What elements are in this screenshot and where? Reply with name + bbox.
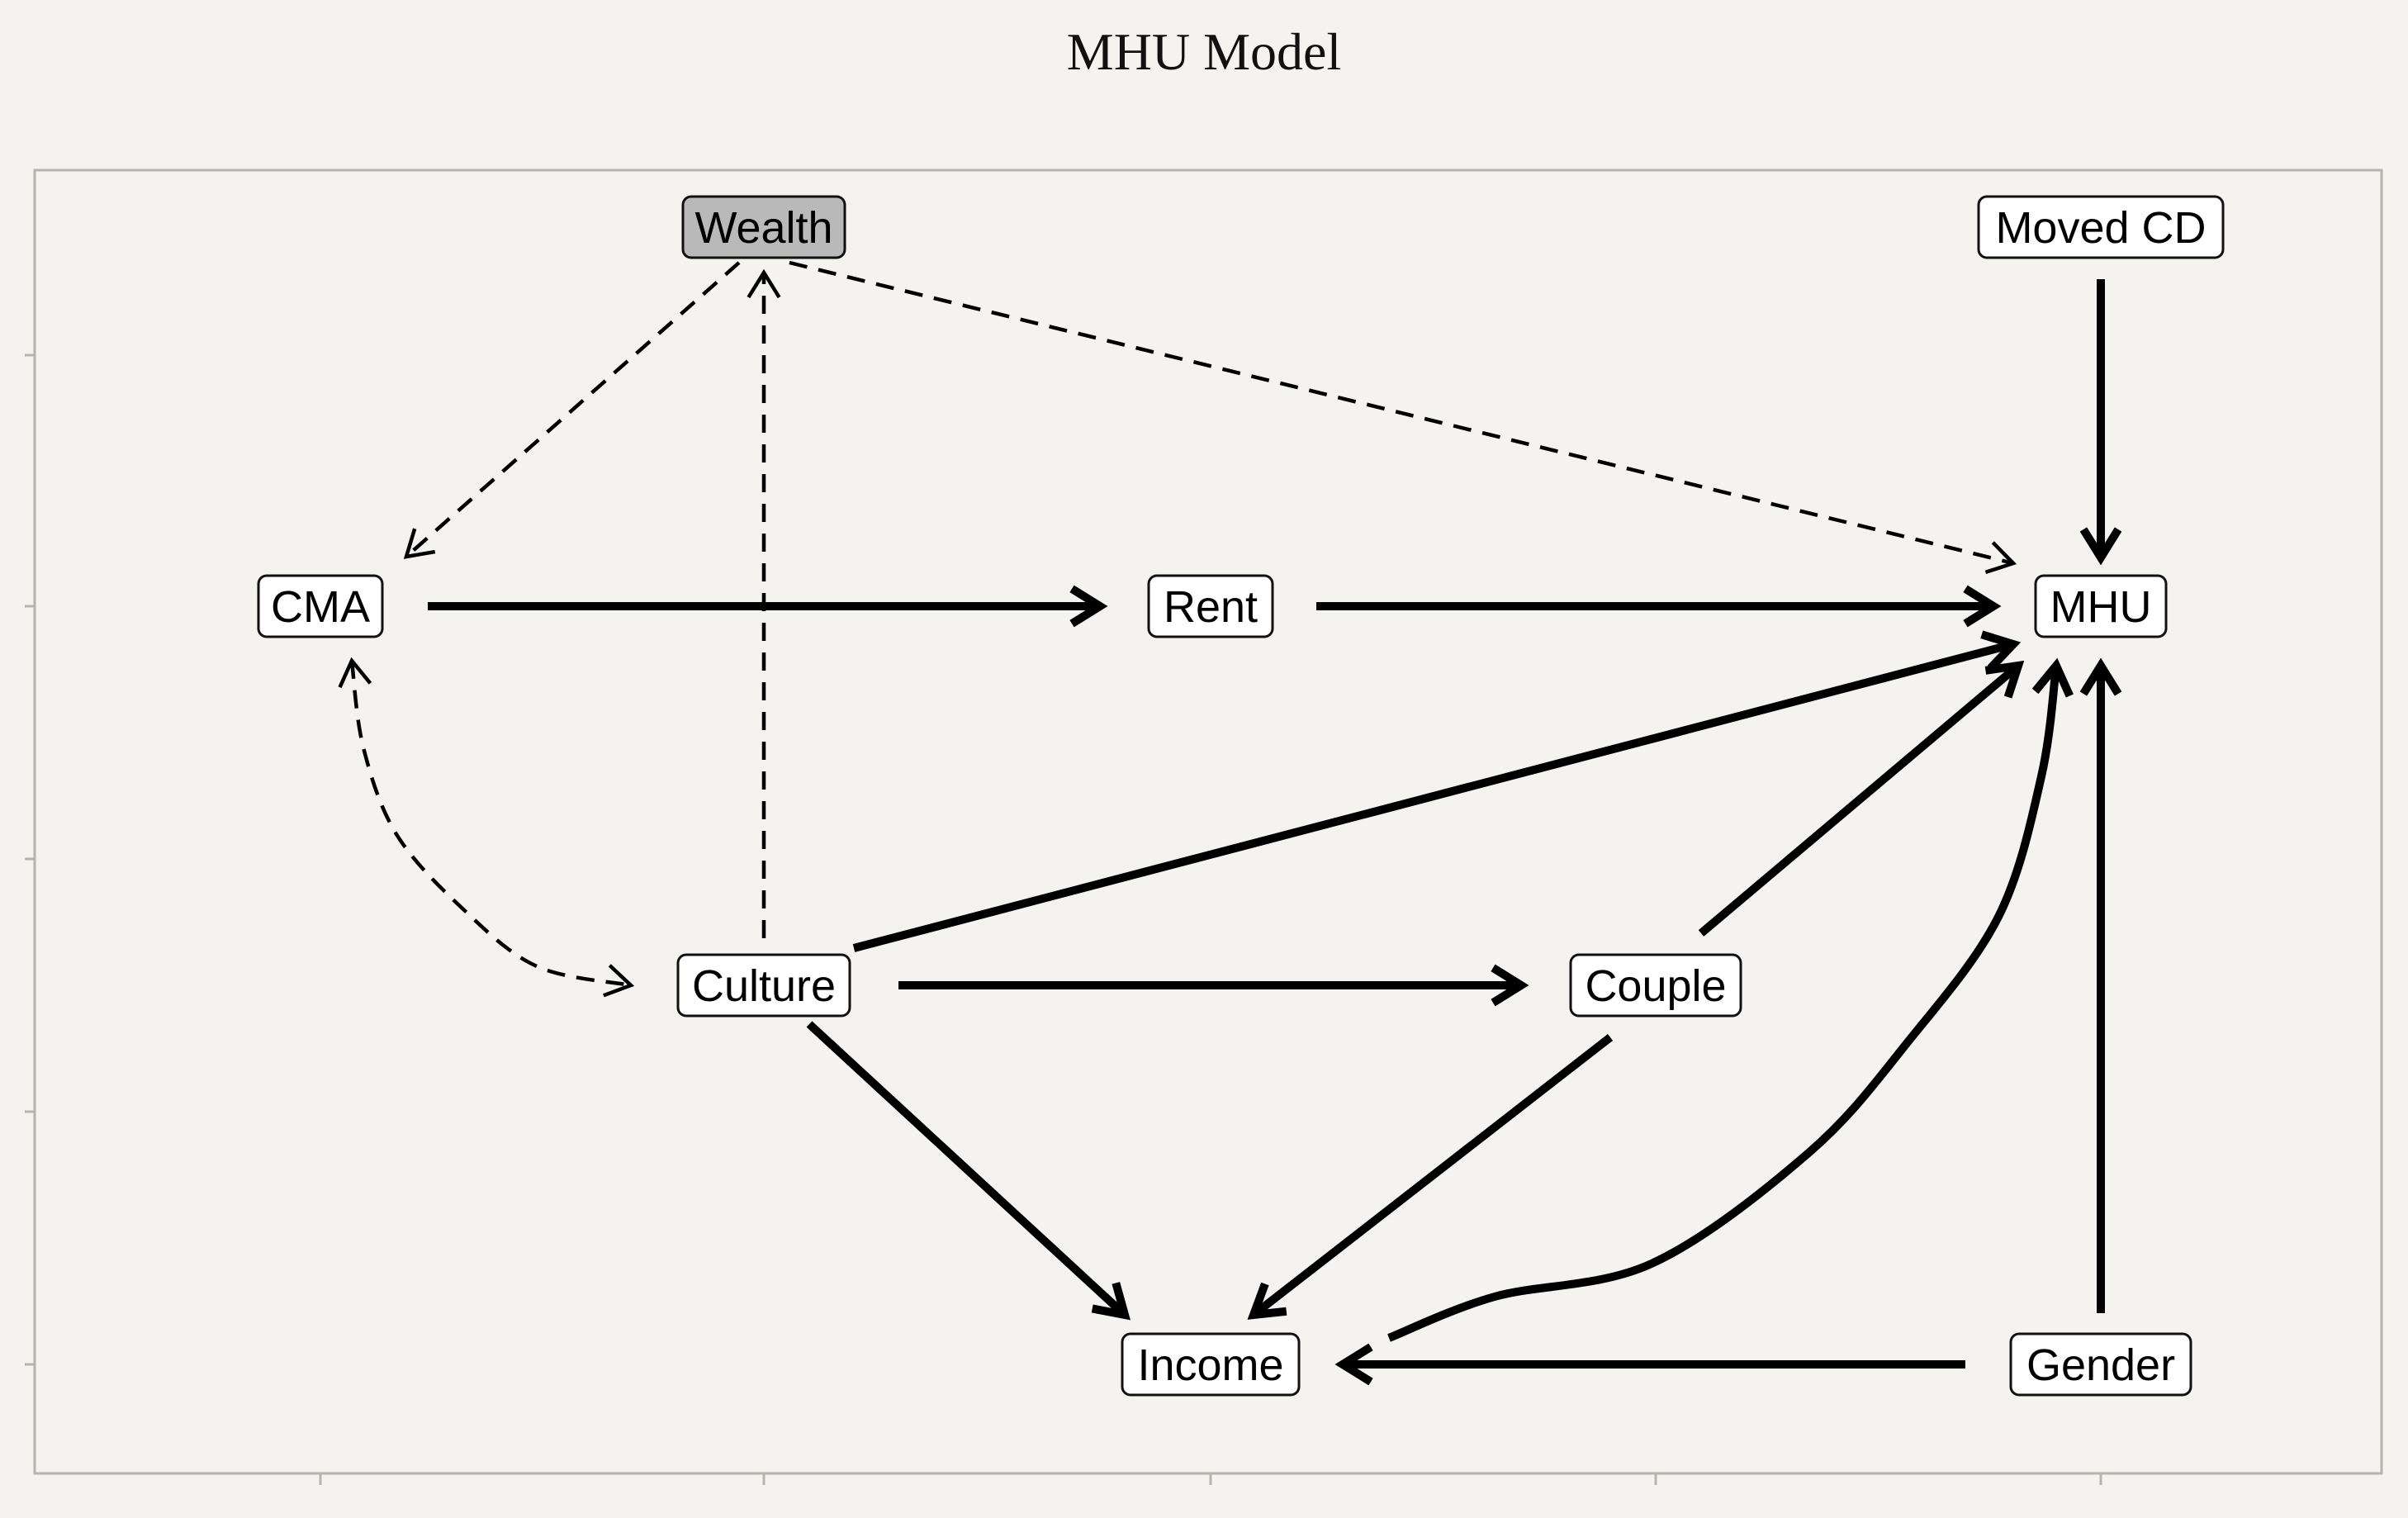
edge-couple-to-income-arrowhead xyxy=(1247,1282,1287,1320)
node-gender: Gender xyxy=(2009,1332,2192,1397)
node-label: Culture xyxy=(692,961,836,1011)
node-label: Couple xyxy=(1585,961,1726,1011)
node-label: CMA xyxy=(271,582,370,632)
edge-culture-to-mhu xyxy=(852,640,2015,952)
node-box xyxy=(676,953,851,1018)
edge-gender-to-mhu-arrowhead xyxy=(2079,657,2122,696)
node-box xyxy=(2034,574,2168,638)
plot-frame xyxy=(33,168,2383,1475)
edge-income-to-mhu-arrowhead xyxy=(2031,657,2074,698)
node-moved-cd: Moved CD xyxy=(1977,195,2225,259)
node-box xyxy=(1977,195,2225,259)
node-box xyxy=(1569,953,1742,1018)
node-label: Rent xyxy=(1164,582,1258,632)
node-couple: Couple xyxy=(1569,953,1742,1018)
node-label: Gender xyxy=(2026,1340,2175,1390)
node-box xyxy=(2009,1332,2192,1397)
node-culture: Culture xyxy=(676,953,851,1018)
node-mhu: MHU xyxy=(2034,574,2168,638)
node-box xyxy=(1121,1332,1301,1397)
edge-culture-to-mhu-arrowhead xyxy=(1980,630,2022,671)
node-box xyxy=(1147,574,1274,638)
diagram-title: MHU Model xyxy=(1066,22,1342,81)
edge-culture-to-income xyxy=(806,1021,1128,1318)
edge-wealth-to-mhu-arrowhead xyxy=(1984,541,2017,575)
edge-rent-to-mhu-arrowhead xyxy=(1963,585,2002,628)
edge-moved-cd-to-mhu-arrowhead xyxy=(2079,527,2122,566)
edge-income-to-mhu xyxy=(1387,665,2060,1342)
edge-couple-to-mhu-arrowhead xyxy=(1984,660,2025,699)
node-label: Income xyxy=(1137,1340,1283,1390)
node-box xyxy=(257,574,384,638)
node-label: MHU xyxy=(2050,582,2152,632)
node-income: Income xyxy=(1121,1332,1301,1397)
node-wealth: Wealth xyxy=(681,195,846,259)
node-label: Moved CD xyxy=(1995,203,2206,253)
node-cma: CMA xyxy=(257,574,384,638)
node-label: Wealth xyxy=(694,203,832,253)
edge-wealth-to-cma-arrowhead xyxy=(403,528,436,559)
node-box xyxy=(681,195,846,259)
edge-wealth-to-cma xyxy=(405,261,741,558)
node-rent: Rent xyxy=(1147,574,1274,638)
edge-gender-to-income-arrowhead xyxy=(1334,1343,1373,1386)
edge-culture-to-income-arrowhead xyxy=(1091,1282,1131,1321)
edge-couple-to-income xyxy=(1250,1034,1614,1318)
edge-cma-to-rent-arrowhead xyxy=(1069,585,1108,628)
edge-culture-to-couple-arrowhead xyxy=(1491,964,1529,1007)
edge-culture-to-wealth-arrowhead xyxy=(747,268,781,299)
edge-wealth-to-mhu xyxy=(789,260,2014,566)
edge-cma-to-culture-arrowhead xyxy=(603,964,635,998)
edge-couple-to-mhu xyxy=(1698,662,2022,937)
edge-cma-to-culture-arrowhead-start xyxy=(338,657,372,689)
